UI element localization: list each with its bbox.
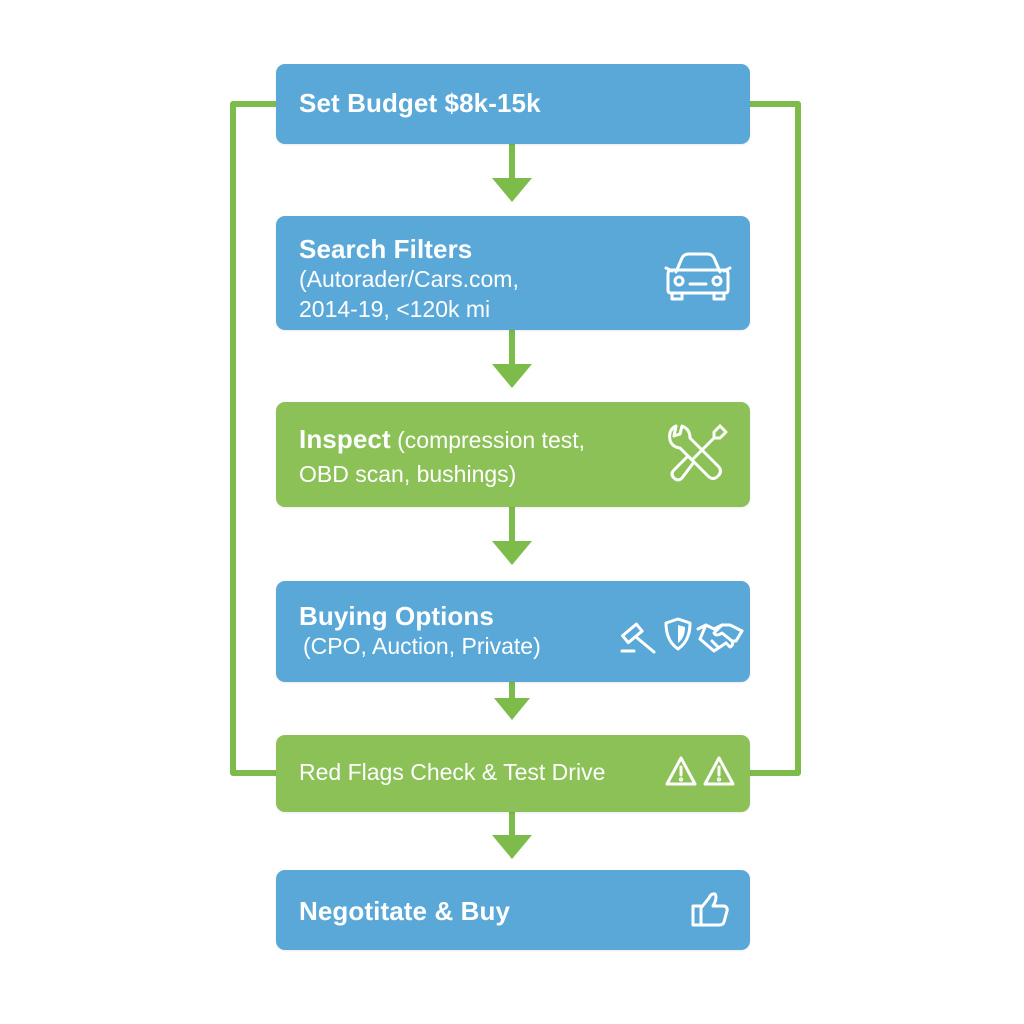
step-title: Negotitate & Buy <box>299 896 511 926</box>
step-detail: (Autorader/Cars.com, <box>299 266 519 292</box>
step-red-flags: Red Flags Check & Test Drive <box>276 735 750 812</box>
wrench-screwdriver-icon <box>664 420 730 486</box>
step-title-line: Inspect (compression test, <box>299 424 585 459</box>
arrowhead-4 <box>494 698 530 720</box>
step-set-budget: Set Budget $8k-15k <box>276 64 750 144</box>
step-title: Search Filters <box>299 234 473 264</box>
step-detail: (CPO, Auction, Private) <box>303 633 541 659</box>
arrowhead-5 <box>492 835 532 859</box>
step-detail: 2014-19, <120k mi <box>299 296 491 322</box>
gavel-icon <box>620 619 660 655</box>
step-title: Buying Options <box>299 601 494 631</box>
warning-icon <box>702 755 736 787</box>
car-icon <box>662 250 734 302</box>
step-detail: OBD scan, bushings) <box>299 461 517 487</box>
arrowhead-2 <box>492 364 532 388</box>
loop-line-left <box>230 101 276 776</box>
arrowhead-1 <box>492 178 532 202</box>
step-negotiate-buy: Negotitate & Buy <box>276 870 750 950</box>
thumbs-up-icon <box>690 889 730 929</box>
shield-icon <box>664 617 692 651</box>
step-title: Red Flags Check & Test Drive <box>299 759 606 785</box>
arrowhead-3 <box>492 541 532 565</box>
step-buying-options: Buying Options (CPO, Auction, Private) <box>276 581 750 682</box>
handshake-icon <box>696 619 744 653</box>
step-inspect: Inspect (compression test, OBD scan, bus… <box>276 402 750 507</box>
step-title: Set Budget $8k-15k <box>299 88 541 118</box>
warning-icon <box>664 755 698 787</box>
step-title: Inspect <box>299 424 391 454</box>
step-detail: (compression test, <box>390 427 586 453</box>
step-search-filters: Search Filters (Autorader/Cars.com, 2014… <box>276 216 750 330</box>
loop-line-right <box>750 101 801 776</box>
